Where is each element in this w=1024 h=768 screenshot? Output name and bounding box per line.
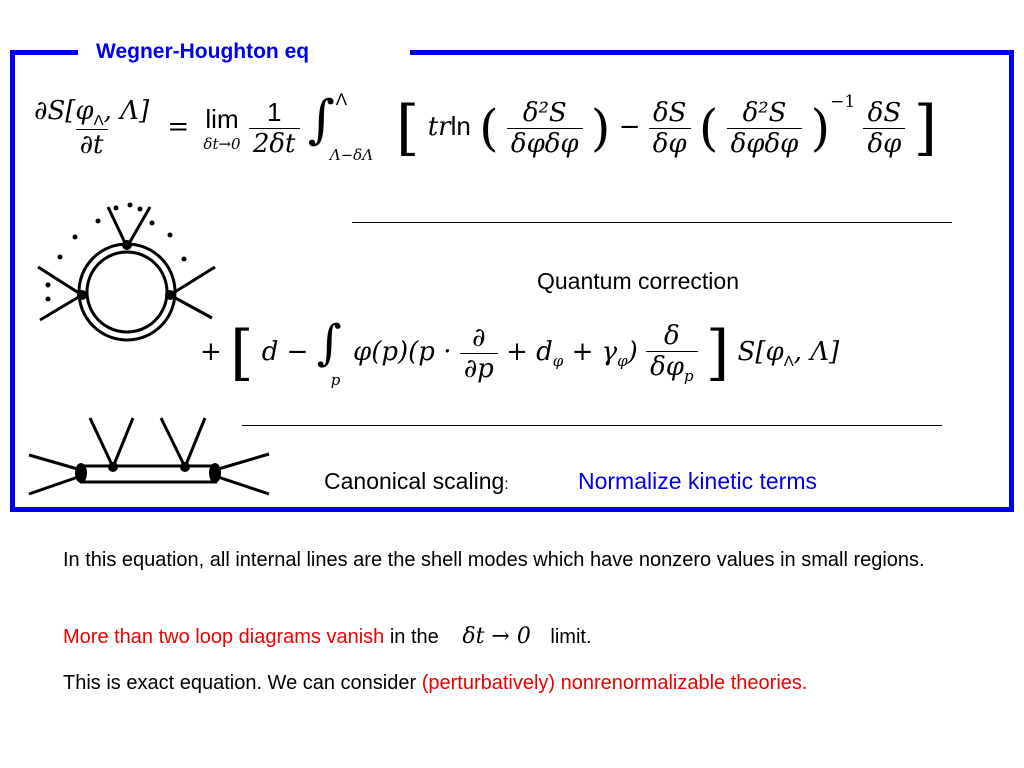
tree-diagram bbox=[28, 417, 270, 496]
d2s-fraction: δ²S δφδφ bbox=[506, 98, 583, 159]
quantum-correction-label: Quantum correction bbox=[537, 268, 739, 294]
loop-diagram bbox=[37, 202, 216, 342]
canonical-scaling-label: Canonical scaling: bbox=[324, 468, 509, 494]
d2s-fraction-2: δ²S δφδφ bbox=[726, 98, 803, 159]
equation-frame bbox=[10, 50, 1014, 512]
normalize-kinetic-label: Normalize kinetic terms bbox=[578, 468, 817, 494]
quantum-underline bbox=[352, 222, 952, 223]
delta-fraction: δ δφp bbox=[646, 321, 698, 385]
ds-fraction-2: δS δφ bbox=[863, 98, 906, 159]
equation-line-1: ∂S[φΛ, Λ] ∂t = lim δt→0 1 2δt ∫ Λ Λ−δΛ [… bbox=[30, 90, 937, 164]
integral-sign-2: ∫ p bbox=[316, 315, 342, 389]
paragraph-3: This is exact equation. We can consider … bbox=[63, 672, 808, 694]
partial-fraction: ∂ ∂p bbox=[459, 323, 498, 384]
slide-title: Wegner-Houghton eq bbox=[96, 40, 310, 63]
paragraph-2: More than two loop diagrams vanish in th… bbox=[63, 624, 592, 649]
limit: lim δt→0 bbox=[203, 103, 241, 153]
equation-line-2: + [ d − ∫ p φ(p)(p · ∂ ∂p + dφ + γφ) δ δ… bbox=[200, 315, 840, 389]
integral-sign: ∫ Λ Λ−δΛ bbox=[307, 90, 374, 164]
lhs-fraction: ∂S[φΛ, Λ] ∂t bbox=[34, 95, 150, 161]
coefficient-fraction: 1 2δt bbox=[248, 97, 300, 159]
title-gap bbox=[78, 40, 410, 64]
ds-fraction-1: δS δφ bbox=[648, 98, 691, 159]
canonical-underline bbox=[242, 425, 942, 426]
paragraph-1: In this equation, all internal lines are… bbox=[63, 549, 925, 571]
